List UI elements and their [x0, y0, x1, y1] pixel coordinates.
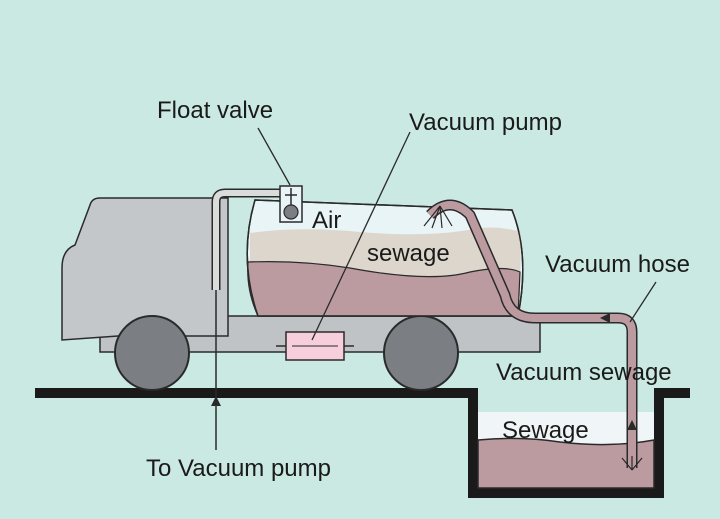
label-float-valve: Float valve: [157, 97, 273, 124]
label-vacuum-hose: Vacuum hose: [545, 251, 690, 278]
label-air: Air: [312, 207, 341, 234]
vacuum-pump-unit: [276, 331, 354, 361]
truck-cab: [61, 197, 229, 341]
rear-wheel: [383, 315, 459, 391]
float-valve: [279, 185, 303, 223]
pit-sewage-liquid: [477, 437, 655, 489]
spray-inlet: [423, 205, 453, 229]
vacuum-hose-inner: [427, 201, 636, 468]
to-pump-arrow: [211, 396, 221, 406]
float-valve-pointer: [257, 127, 291, 186]
hose-arrow-up: [627, 420, 637, 430]
label-pit-sewage: Sewage: [502, 417, 589, 444]
ground-and-pit: [35, 388, 690, 498]
label-tank-sewage: sewage: [367, 240, 450, 267]
vacuum-pipe-inner: [213, 190, 290, 290]
label-vacuum-sewage: Vacuum sewage: [496, 359, 672, 386]
front-wheel: [114, 315, 190, 391]
suction-splash: [621, 456, 643, 471]
vacuum-pump-pointer: [311, 131, 411, 341]
label-vacuum-pump: Vacuum pump: [409, 109, 562, 136]
label-to-vacuum-pump: To Vacuum pump: [146, 455, 331, 482]
hose-arrow-left: [600, 313, 610, 323]
vacuum-hose-pointer: [629, 281, 657, 323]
